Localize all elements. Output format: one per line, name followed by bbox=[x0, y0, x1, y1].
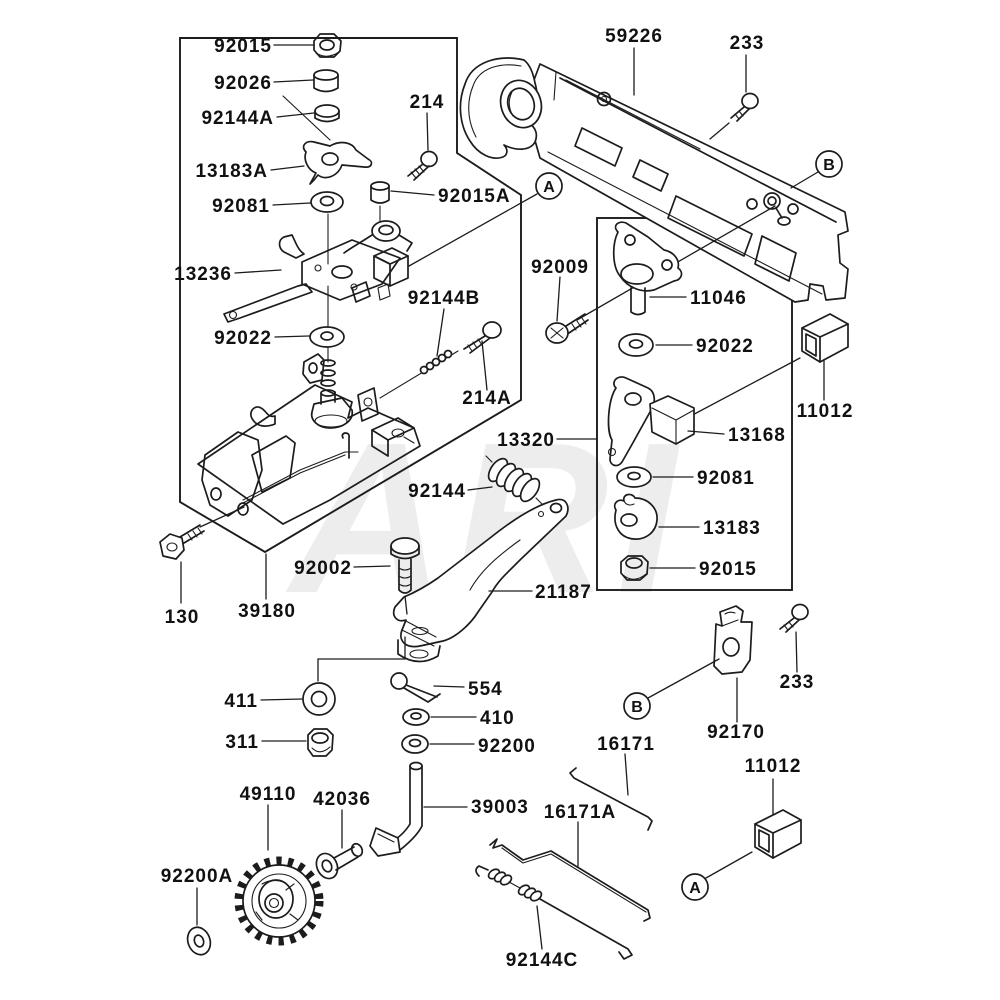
part-label-11046: 11046 bbox=[690, 288, 747, 309]
part-label-92170: 92170 bbox=[707, 722, 765, 743]
callout-letter: B bbox=[823, 157, 835, 174]
part-drawing-washer-92081-left bbox=[310, 191, 344, 213]
part-drawing-washer-92200A bbox=[186, 926, 212, 956]
part-label-13320: 13320 bbox=[497, 430, 555, 451]
part-drawing-lever-21187 bbox=[392, 498, 569, 663]
part-label-92200: 92200 bbox=[478, 736, 536, 757]
part-label-16171A: 16171A bbox=[544, 802, 617, 823]
part-drawing-screw-233-top bbox=[709, 92, 759, 140]
part-label-92144A: 92144A bbox=[201, 108, 274, 129]
part-label-13168: 13168 bbox=[728, 425, 786, 446]
part-drawing-cable-92144C bbox=[475, 865, 633, 960]
part-drawing-bolt-130 bbox=[159, 506, 245, 560]
part-label-11012-bottom: 11012 bbox=[745, 756, 802, 777]
part-label-39003: 39003 bbox=[471, 797, 529, 818]
callout-A-top: A bbox=[408, 172, 563, 267]
part-label-13236: 13236 bbox=[174, 264, 232, 285]
part-drawing-gear-49110 bbox=[234, 856, 324, 946]
part-drawing-washer-92200 bbox=[401, 734, 429, 754]
part-label-130: 130 bbox=[165, 607, 200, 628]
part-label-92144C: 92144C bbox=[506, 950, 579, 971]
part-label-233-bottom: 233 bbox=[780, 672, 815, 693]
callout-A-bottom: A bbox=[681, 851, 753, 901]
part-label-214: 214 bbox=[410, 92, 445, 113]
part-drawing-governor-arm-13183A bbox=[302, 140, 373, 185]
part-label-554: 554 bbox=[468, 679, 503, 700]
part-label-410: 410 bbox=[480, 708, 515, 729]
part-label-92009: 92009 bbox=[531, 257, 589, 278]
part-label-92144B: 92144B bbox=[408, 288, 481, 309]
part-drawing-washer-92022-right bbox=[618, 333, 654, 357]
part-drawing-screw-92009 bbox=[545, 313, 589, 344]
part-label-92022-left: 92022 bbox=[214, 328, 272, 349]
left-assembly-box bbox=[179, 37, 522, 554]
part-label-311: 311 bbox=[225, 732, 259, 753]
part-label-92015-right: 92015 bbox=[699, 559, 757, 580]
part-label-92081-left: 92081 bbox=[212, 196, 270, 217]
part-drawing-washer-410 bbox=[402, 708, 430, 726]
part-drawing-screw-214A bbox=[463, 321, 502, 354]
part-drawing-ring-92144A bbox=[282, 95, 340, 141]
callout-letter: A bbox=[543, 179, 555, 196]
part-drawing-plate-13236 bbox=[223, 220, 413, 323]
part-drawing-panel-59226 bbox=[459, 57, 849, 303]
part-label-92022-right: 92022 bbox=[696, 336, 754, 357]
part-drawing-nut-92015-right bbox=[620, 555, 649, 581]
part-drawing-lever-13320 bbox=[607, 376, 695, 467]
part-label-21187: 21187 bbox=[535, 582, 592, 603]
callout-B-top: B bbox=[790, 150, 843, 189]
part-label-92002: 92002 bbox=[294, 558, 352, 579]
part-drawing-pin-42036 bbox=[315, 842, 364, 880]
part-drawing-washer-92022-left bbox=[309, 326, 345, 348]
part-drawing-cap-11012-right bbox=[801, 313, 849, 363]
part-label-92081-right: 92081 bbox=[697, 468, 755, 489]
callout-letter: A bbox=[689, 880, 701, 897]
part-label-49110: 49110 bbox=[240, 784, 297, 805]
part-drawing-bracket-92170 bbox=[713, 605, 753, 675]
part-drawing-nut-92015 bbox=[313, 33, 342, 58]
part-label-92144: 92144 bbox=[408, 481, 466, 502]
part-label-13183A: 13183A bbox=[195, 161, 268, 182]
part-drawing-spring-92144B bbox=[419, 349, 453, 375]
part-label-411: 411 bbox=[224, 691, 258, 712]
part-drawing-screw-233-bottom bbox=[779, 603, 809, 633]
part-label-42036: 42036 bbox=[313, 789, 371, 810]
leader-lines bbox=[180, 44, 798, 950]
part-label-92200A: 92200A bbox=[161, 866, 234, 887]
part-labels: 92015 92026 92144A 13183A 92081 13236 92… bbox=[161, 26, 854, 971]
part-label-13183: 13183 bbox=[703, 518, 761, 539]
part-drawing-screw-214 bbox=[407, 150, 438, 181]
part-drawing-washer-411 bbox=[302, 682, 336, 716]
callout-letter: B bbox=[631, 699, 643, 716]
part-drawing-nut-311 bbox=[307, 728, 334, 757]
callout-B-bottom: B bbox=[623, 658, 720, 720]
part-label-233-top: 233 bbox=[730, 33, 765, 54]
part-label-16171: 16171 bbox=[597, 734, 655, 755]
part-drawing-cam-13183 bbox=[613, 493, 658, 540]
part-drawing-spring-92144 bbox=[485, 455, 547, 509]
part-label-92026: 92026 bbox=[214, 73, 272, 94]
part-drawing-rod-39003 bbox=[369, 761, 423, 857]
part-drawing-bushing-92026 bbox=[313, 69, 339, 93]
part-drawing-washer-92081-right bbox=[616, 466, 652, 488]
part-label-92015A: 92015A bbox=[438, 186, 511, 207]
part-drawing-cotter-pin-554 bbox=[390, 672, 441, 703]
part-label-92015: 92015 bbox=[214, 36, 272, 57]
part-drawing-pivot-92015A bbox=[370, 181, 390, 223]
part-label-11012-right: 11012 bbox=[797, 401, 854, 422]
part-drawing-bolt-92002 bbox=[390, 537, 420, 615]
part-label-39180: 39180 bbox=[238, 601, 296, 622]
part-label-214A: 214A bbox=[462, 388, 511, 409]
part-drawing-bracket-39180 bbox=[197, 384, 421, 525]
part-label-59226: 59226 bbox=[605, 26, 663, 47]
part-drawing-rod-16171 bbox=[569, 767, 653, 831]
part-drawing-holder-11046 bbox=[612, 221, 683, 316]
part-drawing-cap-11012-bottom bbox=[754, 809, 802, 859]
leader-lever-to-washer-411 bbox=[317, 636, 406, 682]
part-drawing-rod-16171A bbox=[489, 838, 651, 922]
